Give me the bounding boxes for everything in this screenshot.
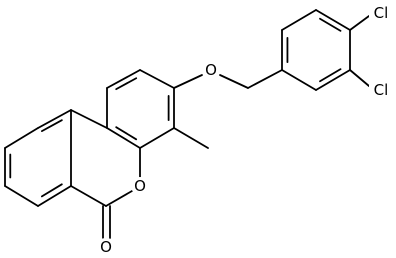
dichlorophenyl-ring-bond-4 [315, 69, 351, 91]
biaryl-bond [70, 109, 108, 129]
ring-oxygen-label: O [134, 177, 146, 195]
left-ring-double-bond-0 [40, 119, 63, 133]
chlorine-meta-label: Cl [374, 81, 389, 99]
benzyl-ch2-bond [247, 69, 283, 89]
dichlorophenyl-ring-double-bond-4 [319, 68, 342, 83]
middle-ring-bond-0 [106, 69, 141, 89]
chlorine-para-atom: Cl [369, 4, 391, 22]
dichlorophenyl-ring-bond-2 [315, 9, 351, 31]
bonds-group [4, 9, 370, 239]
methyl-bond [173, 127, 209, 149]
carbonyl-oxygen-label: O [100, 238, 112, 256]
ether-bond-1 [173, 74, 203, 89]
ring-oxygen-atom: O [131, 177, 149, 195]
chlorine-para-label: Cl [374, 4, 389, 22]
ether-bond-2 [219, 74, 249, 89]
middle-ring-bond-4 [106, 127, 141, 149]
ether-oxygen-atom: O [202, 61, 220, 79]
left-ring-bond-0 [37, 109, 72, 129]
lactone-c-bond [70, 185, 107, 207]
carbonyl-oxygen-atom: O [97, 238, 115, 256]
atom-labels-group: O O O Cl Cl [97, 4, 391, 256]
left-ring-bond-3 [4, 185, 39, 207]
left-ring-bond-1 [4, 127, 39, 149]
middle-ring-bond-3 [139, 127, 175, 149]
left-ring-double-bond-4 [40, 183, 63, 198]
middle-ring-bond-1 [139, 69, 175, 89]
c-cl-para-bond [349, 15, 370, 31]
dichlorophenyl-ring-bond-5 [281, 69, 317, 91]
ring-o-bond-2 [105, 190, 133, 207]
left-ring-bond-4 [37, 185, 72, 207]
c-cl-meta-bond [349, 69, 370, 87]
dichlorophenyl-ring-bond-1 [281, 9, 317, 31]
chlorine-meta-atom: Cl [369, 81, 391, 99]
dichlorophenyl-ring-double-bond-2 [319, 17, 342, 32]
ether-oxygen-label: O [205, 61, 217, 79]
middle-ring-double-bond-4 [115, 126, 138, 141]
middle-ring-double-bond-0 [115, 77, 138, 91]
